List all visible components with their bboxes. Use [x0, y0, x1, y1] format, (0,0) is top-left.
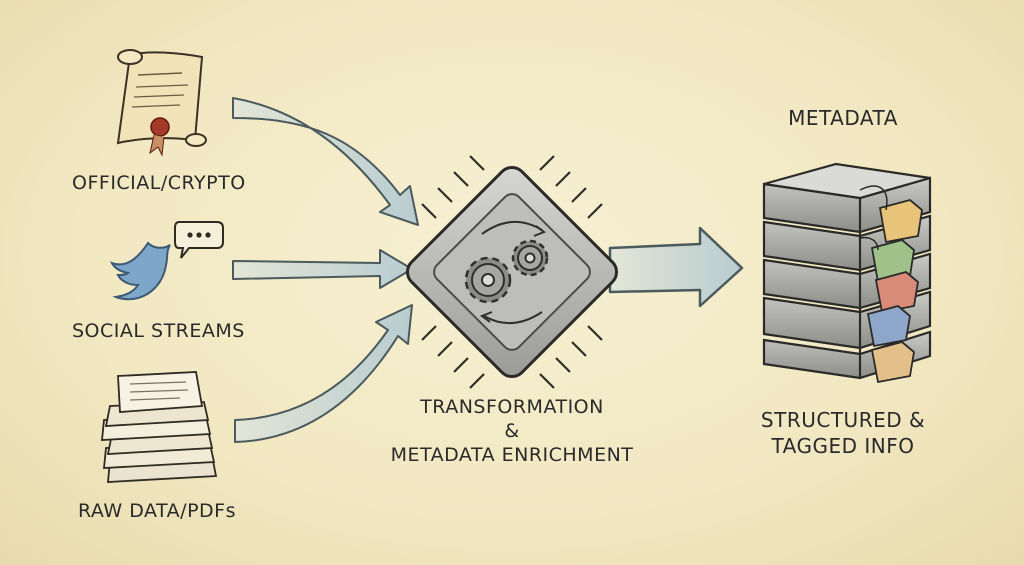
output-label-line1: STRUCTURED & [761, 408, 925, 432]
output-label-line2: TAGGED INFO [772, 434, 915, 458]
bird-icon [112, 243, 170, 299]
source-label-social: SOCIAL STREAMS [72, 320, 245, 342]
certificate-scroll-icon [118, 50, 206, 155]
arrow-rawdata-to-processor [235, 305, 412, 442]
gear-chip-icon [402, 156, 623, 388]
source-label-official: OFFICIAL/CRYPTO [72, 172, 246, 194]
paper-stack-icon [102, 372, 216, 482]
speech-bubble-icon [175, 222, 223, 258]
arrow-social-to-processor [233, 250, 412, 288]
source-label-rawdata: RAW DATA/PDFs [78, 500, 236, 522]
arrow-processor-to-metadata [610, 228, 742, 306]
arrow-official-to-processor [233, 98, 418, 225]
processor-label-line1: TRANSFORMATION [420, 396, 604, 418]
processor-label-line3: METADATA ENRICHMENT [391, 444, 634, 466]
processor-label-line2: & [504, 420, 519, 442]
output-title: METADATA [788, 106, 898, 130]
tagged-server-stack-icon [764, 164, 930, 382]
